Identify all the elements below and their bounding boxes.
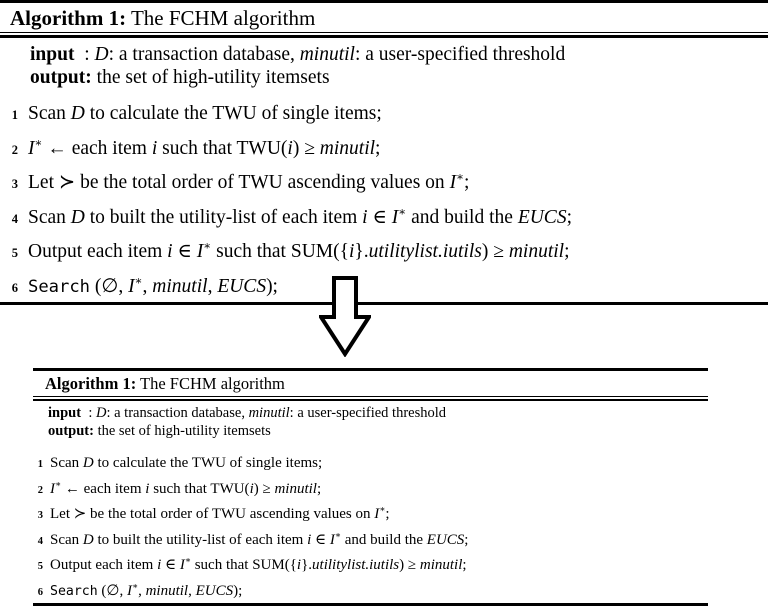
down-arrow-icon: [317, 276, 373, 358]
line-text: Scan D to calculate the TWU of single it…: [28, 103, 382, 124]
io-block: input : D: a transaction database, minut…: [0, 38, 768, 99]
line-number: 4: [37, 535, 43, 547]
algorithm-line-4: 4 Scan D to built the utility-list of eac…: [0, 198, 768, 233]
line-number: 1: [37, 459, 43, 470]
line-text: Let ≻ be the total order of TWU ascendin…: [50, 504, 390, 522]
algorithm-line-5: 5 Output each item i ∈ I∗ such that SUM({…: [0, 233, 768, 268]
line-text: Output each item i ∈ I∗ such that SUM({i…: [28, 239, 570, 263]
algorithm-line-5: 5 Output each item i ∈ I∗ such that SUM({…: [33, 551, 708, 577]
top-rule: [0, 0, 768, 3]
algorithm-box-top: Algorithm 1: The FCHM algorithm input : …: [0, 0, 768, 305]
input-line: input : D: a transaction database, minut…: [30, 44, 566, 65]
algorithm-line-3: 3 Let ≻ be the total order of TWU ascendi…: [33, 500, 708, 526]
line-text: I∗ ← each item i such that TWU(i) ≥ minu…: [28, 136, 381, 159]
line-number: 1: [11, 108, 18, 122]
algorithm-caption: Algorithm 1: The FCHM algorithm: [45, 374, 285, 393]
algorithm-line-2: 2 I∗ ← each item i such that TWU(i) ≥ min…: [0, 129, 768, 164]
line-text: Scan D to calculate the TWU of single it…: [50, 455, 323, 471]
algorithm-line-1: 1 Scan D to calculate the TWU of single i…: [0, 100, 768, 129]
line-number: 3: [37, 510, 43, 521]
line-number: 6: [11, 280, 18, 295]
line-number: 2: [37, 484, 43, 496]
line-text: Scan D to built the utility-list of each…: [28, 205, 572, 228]
algorithm-line-2: 2 I∗ ← each item i such that TWU(i) ≥ min…: [33, 475, 708, 501]
caption-rule: [0, 32, 768, 38]
algorithm-line-3: 3 Let ≻ be the total order of TWU ascendi…: [0, 164, 768, 199]
algorithm-line-4: 4 Scan D to built the utility-list of eac…: [33, 526, 708, 552]
algorithm-box-bottom: Algorithm 1: The FCHM algorithm input : …: [33, 368, 708, 606]
line-text: Search (∅, I∗, minutil, EUCS);: [28, 274, 278, 297]
output-line: output: the set of high-utility itemsets: [48, 422, 271, 439]
top-rule: [33, 368, 708, 371]
line-number: 5: [11, 246, 18, 260]
algorithm-lines: 1 Scan D to calculate the TWU of single i…: [33, 446, 708, 602]
bottom-rule: [0, 301, 768, 305]
algorithm-lines: 1 Scan D to calculate the TWU of single i…: [0, 99, 768, 302]
line-number: 4: [11, 211, 18, 226]
line-text: Let ≻ be the total order of TWU ascendin…: [28, 170, 470, 194]
algorithm-line-6: 6 Search (∅, I∗, minutil, EUCS);: [0, 267, 768, 302]
line-number: 2: [11, 142, 18, 157]
output-line: output: the set of high-utility itemsets: [30, 67, 330, 88]
line-number: 3: [11, 177, 18, 191]
algorithm-line-1: 1 Scan D to calculate the TWU of single i…: [33, 454, 708, 475]
line-text: Search (∅, I∗, minutil, EUCS);: [50, 580, 243, 599]
line-number: 6: [37, 586, 43, 598]
input-line: input : D: a transaction database, minut…: [48, 405, 447, 421]
line-text: Scan D to built the utility-list of each…: [50, 529, 469, 548]
algorithm-line-6: 6 Search (∅, I∗, minutil, EUCS);: [33, 577, 708, 603]
caption-rule: [33, 396, 708, 401]
algorithm-caption: Algorithm 1: The FCHM algorithm: [10, 6, 316, 30]
line-number: 5: [37, 561, 43, 572]
io-block: input : D: a transaction database, minut…: [33, 401, 708, 446]
line-text: I∗ ← each item i such that TWU(i) ≥ minu…: [50, 478, 322, 497]
line-text: Output each item i ∈ I∗ such that SUM({i…: [50, 555, 467, 573]
